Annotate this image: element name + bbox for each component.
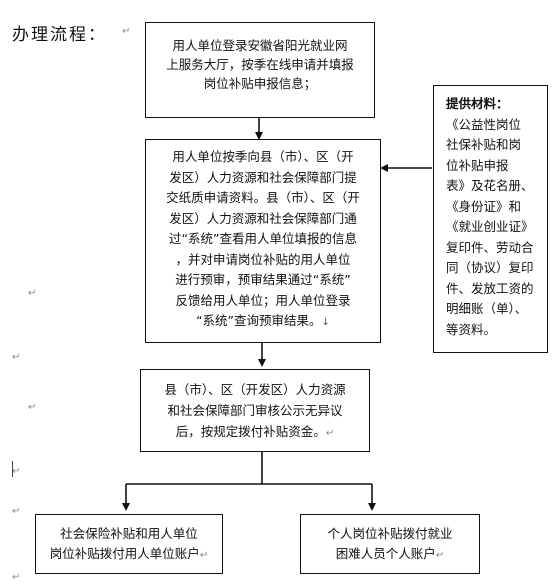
step1-line: 用人单位登录安徽省阳光就业网 <box>172 38 348 53</box>
step2-line: “系统”查询预审结果。↓ <box>146 311 380 334</box>
step2-line: 用人单位按季向县（市）、区（开 <box>172 149 354 164</box>
step3-line: 和社会保障部门审核公示无异议 <box>167 403 343 418</box>
step2-line: 过“系统”查看用人单位填报的信息 <box>169 231 357 246</box>
right-result-line: 个人岗位补贴拨付就业 <box>327 526 453 541</box>
materials-line: 《就业创业证》 <box>446 219 534 234</box>
left-result-box: 社会保险补贴和用人单位 岗位补贴拨付用人单位账户↵ <box>35 514 223 574</box>
left-result-last-text: 岗位补贴拨付用人单位账户 <box>49 546 200 561</box>
step2-box: 用人单位按季向县（市）、区（开 发区）人力资源和社会保障部门提 交纸质申请资料。… <box>145 139 381 343</box>
paragraph-mark: ↵ <box>325 428 335 439</box>
step1-line: 上服务大厅，按季在线申请并填报 <box>166 57 354 72</box>
arrow-down-mark: ↓ <box>321 317 330 328</box>
materials-line: 《公益性岗位 <box>446 116 522 132</box>
step3-line: 县（市）、区（开发区）人力资源 <box>164 382 346 397</box>
materials-line: 同（协议）复印 <box>446 260 534 275</box>
right-result-last-text: 困难人员个人账户 <box>335 546 436 561</box>
paragraph-mark: ↵ <box>122 26 131 37</box>
step3-box: 县（市）、区（开发区）人力资源 和社会保障部门审核公示无异议 后，按规定拨付补贴… <box>140 369 370 452</box>
right-result-box: 个人岗位补贴拨付就业 困难人员个人账户↵ <box>300 514 480 574</box>
right-result-line: 困难人员个人账户↵ <box>301 544 479 566</box>
materials-line: 等资料。 <box>446 321 497 337</box>
step3-line: 后，按规定拨付补贴资金。↵ <box>141 421 369 444</box>
paragraph-mark: ↵ <box>435 550 445 561</box>
step1-box: 用人单位登录安徽省阳光就业网 上服务大厅，按季在线申请并填报 岗位补贴申报信息； <box>145 22 375 118</box>
step2-line: 进行预审，预审结果通过“系统” <box>175 272 351 287</box>
step2-line: 交纸质申请资料。县（市）、区（开 <box>166 190 360 205</box>
materials-line: 社保补贴和岗 <box>446 137 522 152</box>
step2-line: 发区）人力资源和社会保障部门通 <box>169 210 357 226</box>
materials-line: 《身份证》和 <box>446 198 522 214</box>
page-title: 办理流程： <box>12 25 107 45</box>
materials-line: 表》及花名册、 <box>446 178 534 193</box>
materials-box: 提供材料： 《公益性岗位 社保补贴和岗 位补贴申报 表》及花名册、 《身份证》和… <box>433 85 548 353</box>
step2-line: 发区）人力资源和社会保障部门提 <box>169 169 357 185</box>
materials-line: 位补贴申报 <box>446 157 509 173</box>
paragraph-mark: ↵ <box>12 466 21 477</box>
step2-line: 反馈给用人单位；用人单位登录 <box>175 292 351 308</box>
materials-line: 件、发放工资的 <box>446 280 534 296</box>
step2-last-text: “系统”查询预审结果。 <box>196 313 322 328</box>
paragraph-mark: ↵ <box>12 572 21 583</box>
paragraph-mark: ↵ <box>28 288 37 299</box>
materials-heading: 提供材料： <box>446 96 509 111</box>
materials-line: 明细账（单）、 <box>446 301 528 316</box>
paragraph-mark: ↵ <box>12 506 21 517</box>
materials-line: 复印件、劳动合 <box>446 239 534 255</box>
paragraph-mark: ↵ <box>28 402 37 413</box>
step1-line: 岗位补贴申报信息； <box>203 76 317 91</box>
paragraph-mark: ↵ <box>12 352 21 363</box>
step3-last-text: 后，按规定拨付补贴资金。 <box>175 424 326 439</box>
step2-line: ，并对申请岗位补贴的用人单位 <box>175 251 351 267</box>
paragraph-mark: ↵ <box>199 550 209 561</box>
text-cursor <box>12 461 13 477</box>
left-result-line: 岗位补贴拨付用人单位账户↵ <box>36 544 222 566</box>
left-result-line: 社会保险补贴和用人单位 <box>60 526 198 541</box>
